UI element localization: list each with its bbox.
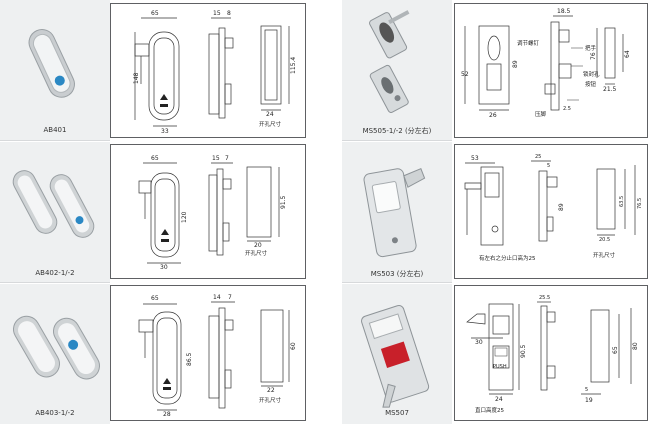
- dim-30: 30: [160, 264, 168, 271]
- dim-7: 7: [225, 155, 229, 162]
- dim-65: 65: [151, 295, 159, 302]
- dim-205: 20.5: [599, 237, 610, 243]
- dim-25: 2.5: [563, 106, 571, 112]
- dim-64: 64: [624, 50, 631, 58]
- ms503-dimension-drawing: 53 25 5 89 63.5 76.5 20.5 有左右之分止口高为25 开孔…: [464, 154, 643, 262]
- ab402-dimension-drawing: 65 15 7 120 30 91.5 20 开孔尺寸: [138, 155, 287, 271]
- dim-14: 14: [213, 294, 221, 301]
- photo-cell-ms505: MS505-1/-2 (分左右): [342, 0, 452, 141]
- photo-cell-ab403: AB403-1/-2: [0, 284, 110, 424]
- label-button: 按钮: [585, 80, 597, 88]
- ab401-dimension-drawing: 65 15 8 148 115.4 33 24 开孔尺寸: [133, 10, 297, 135]
- push-label: PUSH: [493, 364, 507, 370]
- dim-915: 91.5: [280, 195, 287, 209]
- drawing-ms503: 53 25 5 89 63.5 76.5 20.5 有左右之分止口高为25 开孔…: [454, 144, 648, 279]
- dim-20: 20: [254, 242, 262, 249]
- photo-cell-ab401: AB401: [0, 0, 110, 141]
- ms503-model-label: MS503 (分左右): [370, 270, 424, 278]
- ms505-dimension-drawing: 18.5 52 89 26 76 64 21.5 2.5 调节螺钉 把手 锁封孔…: [461, 8, 631, 119]
- dim-120: 120: [181, 211, 188, 223]
- dim-80: 80: [632, 342, 639, 350]
- ab402-photo: [12, 170, 95, 238]
- photo-cell-ms507: MS507: [342, 284, 452, 424]
- dim-24: 24: [266, 111, 274, 118]
- dim-7: 7: [228, 294, 232, 301]
- lock-cylinder-icon: [75, 216, 84, 225]
- dim-65: 65: [151, 10, 159, 17]
- lock-cylinder-icon: [68, 339, 79, 350]
- cutout-label: 开孔尺寸: [259, 396, 282, 404]
- dim-53: 53: [471, 155, 479, 162]
- dim-52: 52: [461, 71, 469, 78]
- dim-8: 8: [227, 10, 231, 17]
- dim-148: 148: [133, 72, 140, 84]
- dim-89: 89: [512, 60, 519, 68]
- ab402-model-label: AB402-1/-2: [35, 269, 75, 277]
- label-seal-hole: 锁封孔: [583, 70, 600, 78]
- ms505-model-label: MS505-1/-2 (分左右): [362, 127, 432, 135]
- dim-65: 65: [151, 155, 159, 162]
- dim-25: 25: [535, 154, 541, 160]
- dim-76: 76: [590, 52, 597, 60]
- lock-cylinder-icon: [54, 75, 65, 86]
- photo-cell-ab402: AB402-1/-2: [0, 142, 110, 283]
- dim-5: 5: [585, 387, 588, 393]
- dim-255: 25.5: [539, 295, 550, 301]
- dim-5: 5: [547, 163, 550, 169]
- dim-26: 26: [489, 112, 497, 119]
- drawing-ab403: 65 14 7 86.5 28 60 22 开孔尺寸: [110, 285, 306, 421]
- dim-15: 15: [213, 10, 221, 17]
- dim-24: 24: [495, 396, 503, 403]
- photo-cell-ms503: MS503 (分左右): [342, 142, 452, 283]
- dim-765: 76.5: [637, 198, 643, 209]
- ms507-model-label: MS507: [385, 409, 409, 417]
- drawing-ms505: 18.5 52 89 26 76 64 21.5 2.5 调节螺钉 把手 锁封孔…: [454, 3, 648, 138]
- dim-19: 19: [585, 397, 593, 404]
- ms507-dimension-drawing: PUSH 25.5 30 90.5 24 65 80 5 19 直口高度25: [466, 295, 639, 414]
- ms507-photo: [361, 304, 430, 408]
- dim-28: 28: [163, 411, 171, 418]
- dim-30: 30: [475, 339, 483, 346]
- ms505-photo: [369, 10, 410, 113]
- dim-60: 60: [290, 342, 297, 350]
- cutout-label: 开孔尺寸: [593, 251, 616, 259]
- push-button-icon: [380, 341, 410, 368]
- label-adjust-screw: 调节螺钉: [517, 39, 540, 47]
- drawing-ms507: PUSH 25.5 30 90.5 24 65 80 5 19 直口高度25: [454, 285, 648, 421]
- ab401-model-label: AB401: [43, 126, 67, 134]
- dim-115: 115.4: [290, 57, 297, 74]
- dim-89: 89: [558, 203, 565, 211]
- label-press-foot: 压脚: [535, 110, 547, 118]
- drawing-ab401: 65 15 8 148 115.4 33 24 开孔尺寸: [110, 3, 306, 138]
- dim-865: 86.5: [186, 352, 193, 366]
- ab403-dimension-drawing: 65 14 7 86.5 28 60 22 开孔尺寸: [138, 294, 297, 418]
- dim-65: 65: [612, 346, 619, 354]
- dim-905: 90.5: [520, 344, 527, 358]
- cutout-label: 开孔尺寸: [245, 249, 268, 257]
- cutout-label: 开孔尺寸: [259, 120, 282, 128]
- dim-22: 22: [267, 387, 275, 394]
- label-handle: 把手: [585, 44, 597, 52]
- note-stop-height: 有左右之分止口高为25: [479, 254, 536, 262]
- drawing-ab402: 65 15 7 120 30 91.5 20 开孔尺寸: [110, 144, 306, 279]
- dim-215: 21.5: [603, 86, 617, 93]
- dim-635: 63.5: [619, 196, 625, 207]
- dim-33: 33: [161, 128, 169, 135]
- ms503-photo: [363, 168, 426, 258]
- ab403-model-label: AB403-1/-2: [35, 409, 75, 417]
- ab403-photo: [13, 315, 100, 380]
- dim-15: 15: [212, 155, 220, 162]
- dim-185: 18.5: [557, 8, 571, 15]
- ab401-photo: [28, 29, 75, 98]
- note-straight-height: 直口高度25: [475, 406, 504, 414]
